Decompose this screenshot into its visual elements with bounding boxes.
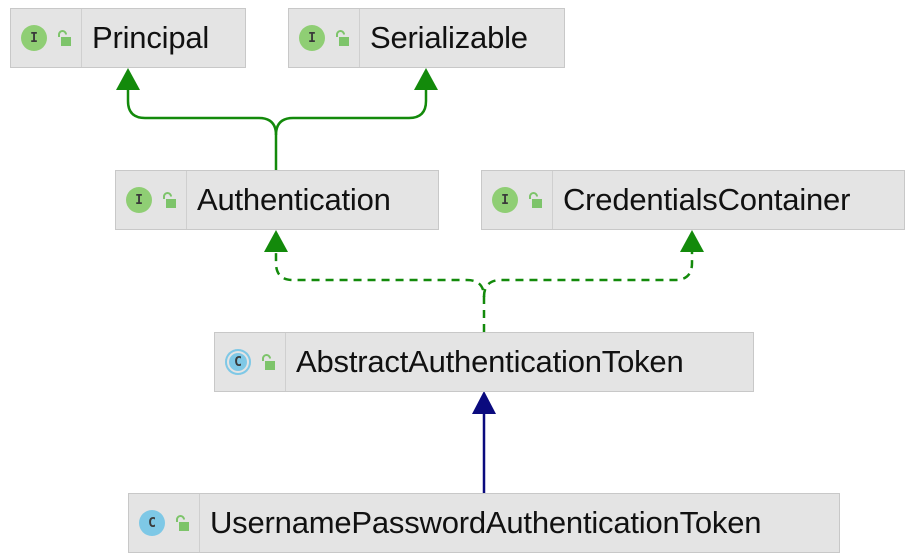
node-principal[interactable]: I Principal — [10, 8, 246, 68]
node-name: CredentialsContainer — [563, 182, 851, 217]
interface-icon: I — [21, 25, 47, 51]
class-icon: C — [139, 510, 165, 536]
interface-icon: I — [492, 187, 518, 213]
public-lock-icon — [262, 354, 275, 370]
node-name: Serializable — [370, 20, 528, 55]
edge-authentication-serializable — [274, 68, 438, 136]
edge-abstract-token-authentication — [264, 230, 486, 332]
node-name: AbstractAuthenticationToken — [296, 344, 684, 379]
node-icons: C — [129, 494, 200, 552]
public-lock-icon — [529, 192, 542, 208]
interface-icon: I — [126, 187, 152, 213]
public-lock-icon — [58, 30, 71, 46]
node-name: UsernamePasswordAuthenticationToken — [210, 505, 762, 540]
interface-icon: I — [299, 25, 325, 51]
node-icons: I — [116, 171, 187, 229]
node-username-password-authentication-token[interactable]: C UsernamePasswordAuthenticationToken — [128, 493, 840, 553]
node-credentials-container[interactable]: I CredentialsContainer — [481, 170, 905, 230]
node-icons: C — [215, 333, 286, 391]
node-authentication[interactable]: I Authentication — [115, 170, 439, 230]
abstract-class-icon: C — [225, 349, 251, 375]
public-lock-icon — [336, 30, 349, 46]
node-serializable[interactable]: I Serializable — [288, 8, 565, 68]
public-lock-icon — [163, 192, 176, 208]
node-name: Principal — [92, 20, 210, 55]
edge-abstract-token-credentials-container — [482, 230, 704, 298]
public-lock-icon — [176, 515, 189, 531]
edge-username-token-abstract-token — [472, 391, 496, 493]
node-abstract-authentication-token[interactable]: C AbstractAuthenticationToken — [214, 332, 754, 392]
node-name: Authentication — [197, 182, 391, 217]
edge-authentication-principal — [116, 68, 278, 170]
node-icons: I — [482, 171, 553, 229]
node-icons: I — [289, 9, 360, 67]
node-icons: I — [11, 9, 82, 67]
